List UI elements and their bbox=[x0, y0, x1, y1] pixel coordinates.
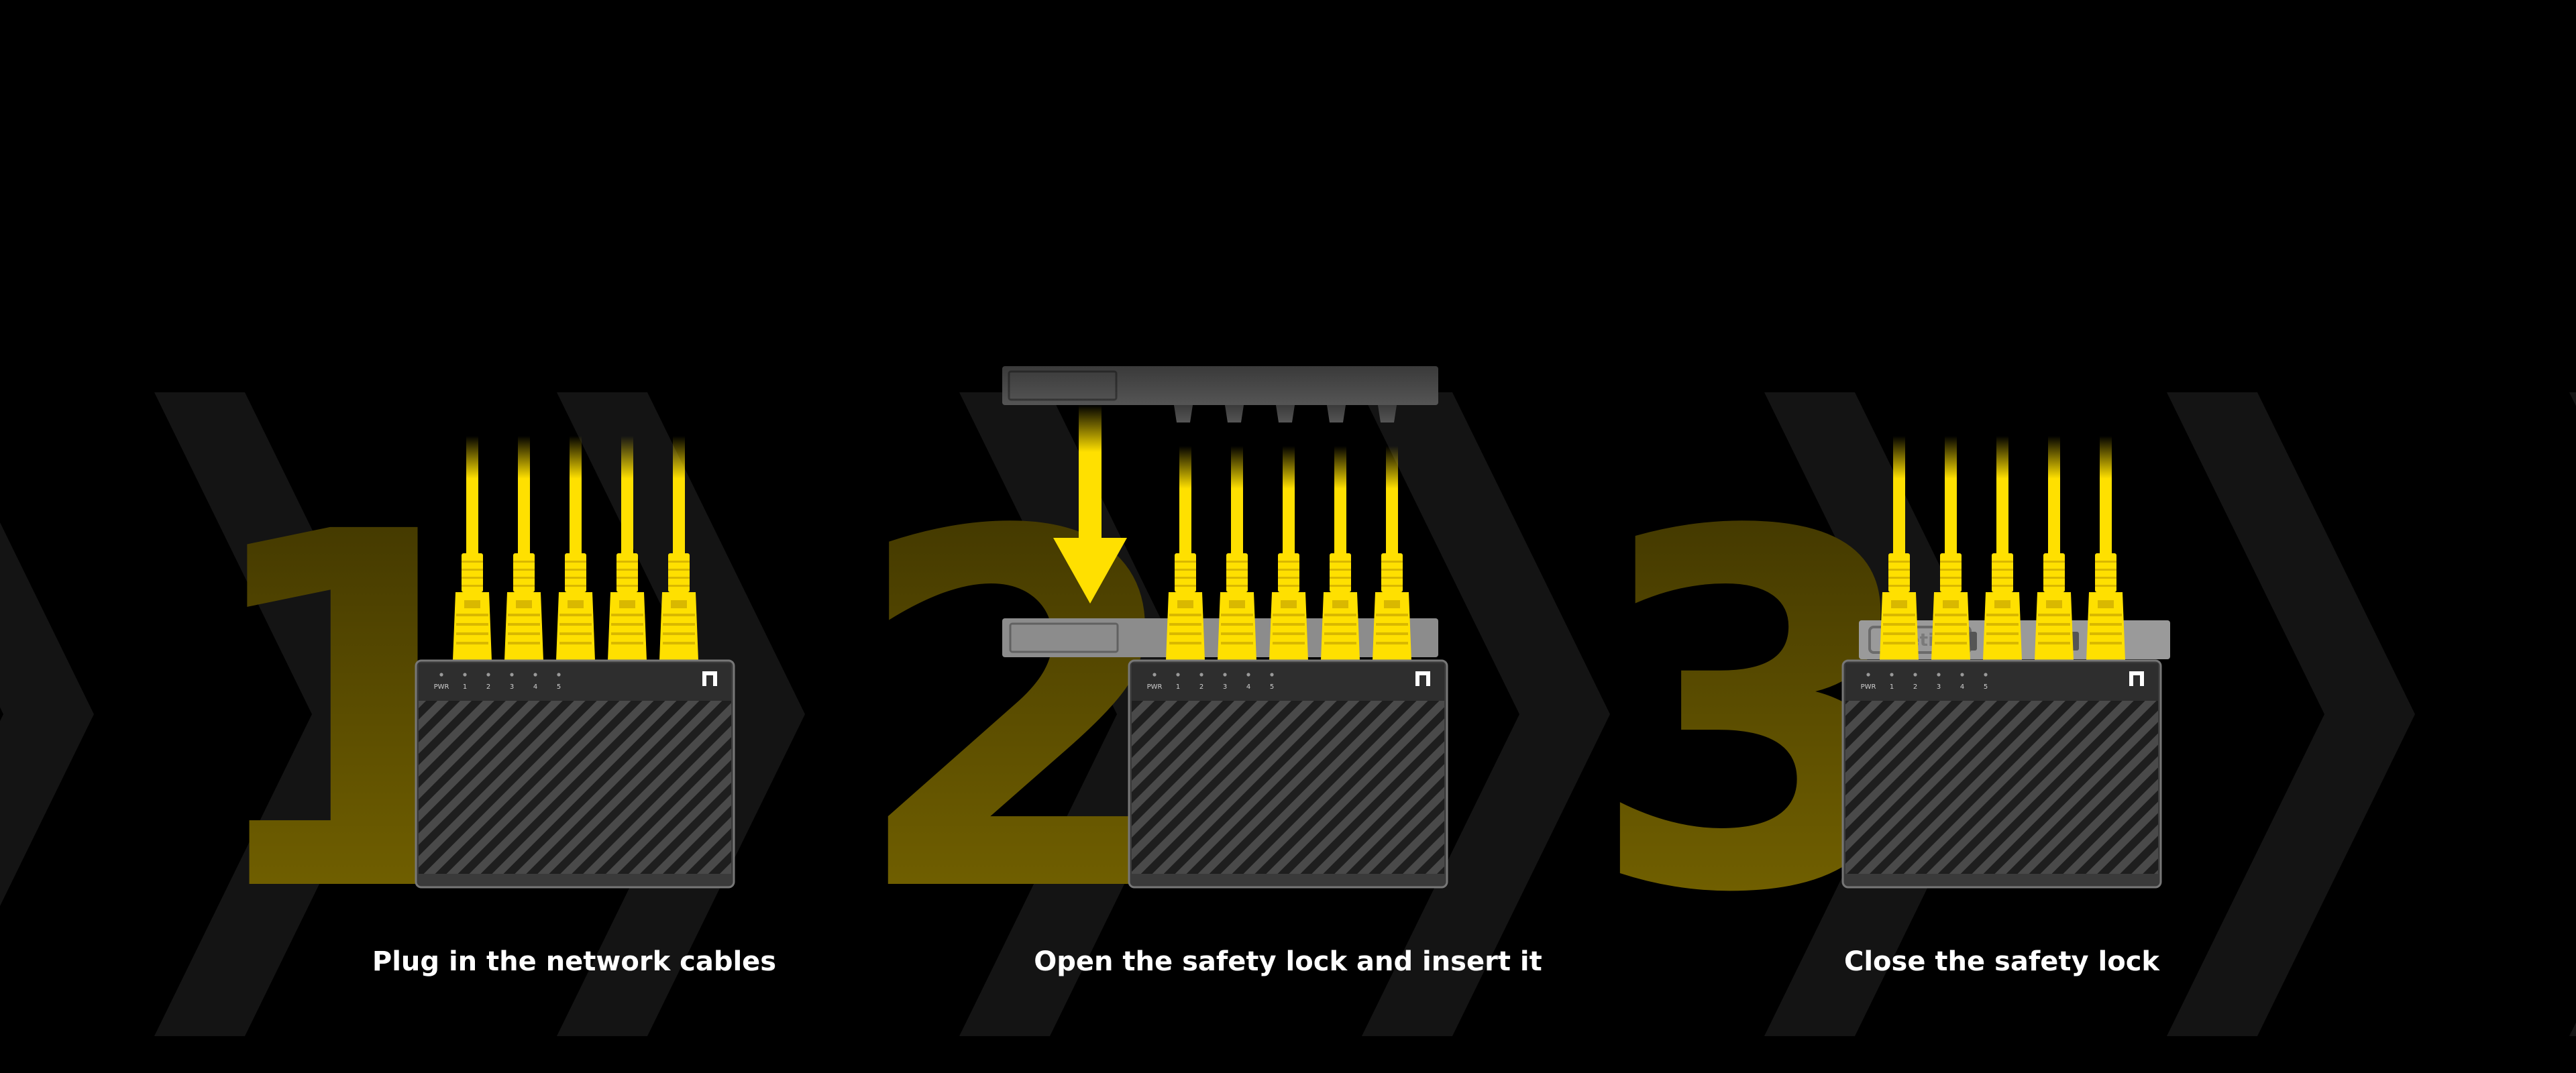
port-label: 3 bbox=[1223, 683, 1227, 691]
led-icon bbox=[1984, 673, 1988, 677]
chevron-icon bbox=[2167, 392, 2415, 1036]
chevron-icon bbox=[2569, 392, 2576, 1036]
switch-top-panel bbox=[1132, 663, 1444, 701]
switch-grille bbox=[1132, 701, 1444, 874]
network-cable bbox=[1321, 446, 1360, 661]
led-icon bbox=[1223, 673, 1227, 677]
led-icon bbox=[1152, 673, 1157, 677]
step-2-caption: Open the safety lock and insert it bbox=[1034, 946, 1542, 977]
chevron-icon bbox=[154, 392, 402, 1036]
network-cable bbox=[608, 436, 647, 661]
port-label: PWR bbox=[434, 683, 449, 691]
chevron-icon bbox=[0, 522, 94, 906]
network-cable bbox=[1373, 446, 1411, 661]
lock-latch bbox=[1969, 632, 1977, 651]
port-label: 4 bbox=[1960, 683, 1964, 691]
port-label: 1 bbox=[1890, 683, 1894, 691]
step-3-caption: Close the safety lock bbox=[1843, 946, 2160, 977]
led-icon bbox=[463, 673, 467, 677]
arrow-down-icon bbox=[1053, 405, 1127, 604]
led-icon bbox=[1890, 673, 1894, 677]
network-cable bbox=[659, 436, 698, 661]
network-cable bbox=[1931, 436, 1970, 661]
led-icon bbox=[1937, 673, 1941, 677]
led-icon bbox=[1270, 673, 1274, 677]
led-icon bbox=[1199, 673, 1203, 677]
safety-lock bbox=[1002, 366, 1438, 422]
port-label: 2 bbox=[1913, 683, 1917, 691]
network-cable bbox=[453, 436, 492, 661]
led-icon bbox=[510, 673, 514, 677]
led-icon bbox=[1866, 673, 1870, 677]
led-icon bbox=[557, 673, 561, 677]
switch-top-panel bbox=[1845, 663, 2158, 701]
port-label: 4 bbox=[1246, 683, 1250, 691]
step-1-caption: Plug in the network cables bbox=[372, 946, 777, 977]
network-cable bbox=[1983, 436, 2022, 661]
network-cable bbox=[556, 436, 595, 661]
port-label: PWR bbox=[1861, 683, 1876, 691]
chevron-icon bbox=[1362, 392, 1610, 1036]
network-cable bbox=[1218, 446, 1256, 661]
led-icon bbox=[1913, 673, 1917, 677]
port-label: 3 bbox=[1937, 683, 1941, 691]
port-label: 5 bbox=[1270, 683, 1274, 691]
logo-icon bbox=[1415, 671, 1430, 686]
logo-icon bbox=[2129, 671, 2144, 686]
port-label: 1 bbox=[1176, 683, 1180, 691]
switch-top-panel bbox=[419, 663, 731, 701]
port-label: 1 bbox=[463, 683, 467, 691]
led-icon bbox=[1960, 673, 1964, 677]
network-cable bbox=[1166, 446, 1205, 661]
switch-grille bbox=[419, 701, 731, 874]
port-label: 3 bbox=[510, 683, 514, 691]
port-label: 5 bbox=[557, 683, 561, 691]
switch-grille bbox=[1845, 701, 2158, 874]
logo-icon bbox=[702, 671, 717, 686]
port-label: 2 bbox=[1199, 683, 1203, 691]
network-cable bbox=[2035, 436, 2074, 661]
step-2-device: PWR 1 2 3 4 5 bbox=[1002, 366, 1448, 889]
port-label: PWR bbox=[1147, 683, 1163, 691]
network-cable bbox=[2086, 436, 2125, 661]
led-icon bbox=[439, 673, 443, 677]
network-cable bbox=[1880, 436, 1919, 661]
network-cable bbox=[504, 436, 543, 661]
led-icon bbox=[486, 673, 490, 677]
network-cable bbox=[1269, 446, 1308, 661]
port-label: 5 bbox=[1984, 683, 1988, 691]
step-1-device: PWR 1 2 3 4 5 bbox=[415, 436, 735, 889]
led-icon bbox=[533, 673, 537, 677]
led-icon bbox=[1176, 673, 1180, 677]
port-label: 2 bbox=[486, 683, 490, 691]
port-label: 4 bbox=[533, 683, 537, 691]
led-icon bbox=[1246, 673, 1250, 677]
